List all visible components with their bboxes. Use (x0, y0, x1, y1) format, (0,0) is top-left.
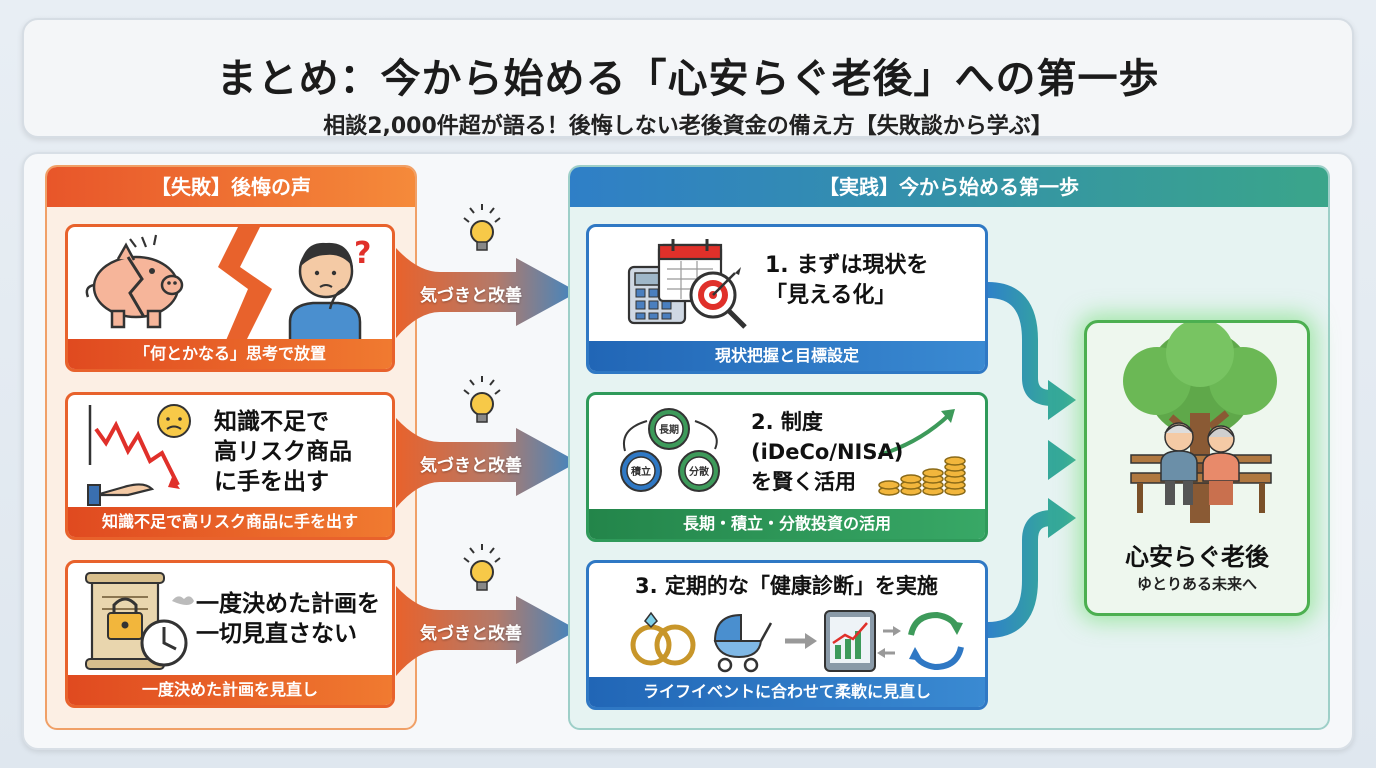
step-card-3: 3. 定期的な「健康診断」を実施 (586, 560, 988, 710)
baby-stroller-icon (713, 613, 773, 673)
title-panel: まとめ：今から始める「心安らぐ老後」への第一歩 相談2,000件超が語る！後悔し… (22, 18, 1354, 139)
step-card-1: 1. まずは現状を 「見える化」 現状把握と目標設定 (586, 224, 988, 374)
lightbulb-icon-2 (463, 376, 501, 423)
lightbulb-icon-1 (463, 204, 501, 251)
refresh-cycle-icon (908, 611, 964, 671)
steps-header: 【実践】今から始める第一歩 (570, 167, 1328, 207)
goal-title: 心安らぐ老後 (1125, 543, 1269, 571)
failure-text-2-line1: 知識不足で (214, 409, 329, 435)
step-1-title-line2: 「見える化」 (765, 283, 897, 308)
flow-arrow-2 (988, 440, 1076, 480)
flow-arrow-3 (987, 498, 1076, 638)
failure-card-3: 一度決めた計画を 一切見直さない 一度決めた計画を見直し (65, 560, 395, 708)
clock-icon (140, 619, 188, 667)
transition-arrow-3 (396, 586, 578, 676)
failure-text-3-line2: 一切見直さない (196, 621, 357, 647)
transition-label-2: 気づきと改善 (420, 456, 522, 476)
failure-card-1: ? 「何とかなる」思考で放置 (65, 224, 395, 372)
failure-caption-3: 一度決めた計画を見直し (68, 675, 392, 705)
step-2-title-line1: 2. 制度 (751, 410, 823, 434)
failure-text-3-line1: 一度決めた計画を (196, 591, 380, 617)
flow-arrow-1 (987, 282, 1076, 420)
worried-face-icon (157, 404, 191, 438)
elderly-couple-under-tree-icon (1123, 323, 1277, 523)
gear-label-diversify: 分散 (689, 465, 710, 478)
failure-text-2-line2: 高リスク商品 (214, 439, 352, 465)
broken-piggy-bank-icon (85, 234, 184, 329)
svg-text:?: ? (354, 236, 371, 271)
gears-icon: 長期 積立 分散 (620, 408, 720, 492)
transition-label-3: 気づきと改善 (420, 624, 522, 644)
failures-header: 【失敗】後悔の声 (47, 167, 415, 207)
step-caption-1: 現状把握と目標設定 (589, 341, 985, 371)
goal-card: 心安らぐ老後 ゆとりある未来へ (1084, 320, 1310, 616)
rising-coins-icon (878, 409, 966, 496)
step-3-title: 3. 定期的な「健康診断」を実施 (635, 574, 938, 598)
page-subtitle: 相談2,000件超が語る！後悔しない老後資金の備え方【失敗談から学ぶ】 (323, 114, 1053, 139)
tablet-chart-icon (824, 610, 876, 672)
transition-arrow-1 (396, 248, 578, 338)
failure-caption-1: 「何とかなる」思考で放置 (68, 339, 392, 369)
goal-subtitle: ゆとりある未来へ (1136, 575, 1257, 593)
step-caption-3: ライフイベントに合わせて柔軟に見直し (589, 677, 985, 707)
step-2-title-line3: を賢く活用 (751, 470, 856, 494)
failure-text-2-line3: に手を出す (214, 469, 329, 495)
failure-card-2: 知識不足で 高リスク商品 に手を出す 知識不足で高リスク商品に手を出す (65, 392, 395, 540)
gear-label-accum: 積立 (630, 465, 651, 478)
failure-caption-2: 知識不足で高リスク商品に手を出す (68, 507, 392, 537)
page-title: まとめ：今から始める「心安らぐ老後」への第一歩 (216, 56, 1160, 102)
target-magnifier-icon (689, 267, 747, 329)
lightbulb-icon-3 (463, 544, 501, 591)
transition-arrow-2 (396, 418, 578, 508)
step-2-title-line2: (iDeCo/NISA) (751, 440, 904, 464)
confused-person-icon: ? (288, 236, 371, 345)
step-card-2: 長期 積立 分散 2. 制度 (iDeCo/NISA) を賢く活用 長期・積立・… (586, 392, 988, 542)
step-caption-2: 長期・積立・分散投資の活用 (589, 509, 985, 539)
falling-chart-icon (87, 405, 180, 506)
wedding-rings-icon (630, 611, 696, 666)
gear-label-long: 長期 (659, 423, 679, 436)
transition-label-1: 気づきと改善 (420, 286, 522, 306)
step-1-title-line1: 1. まずは現状を (765, 253, 929, 278)
